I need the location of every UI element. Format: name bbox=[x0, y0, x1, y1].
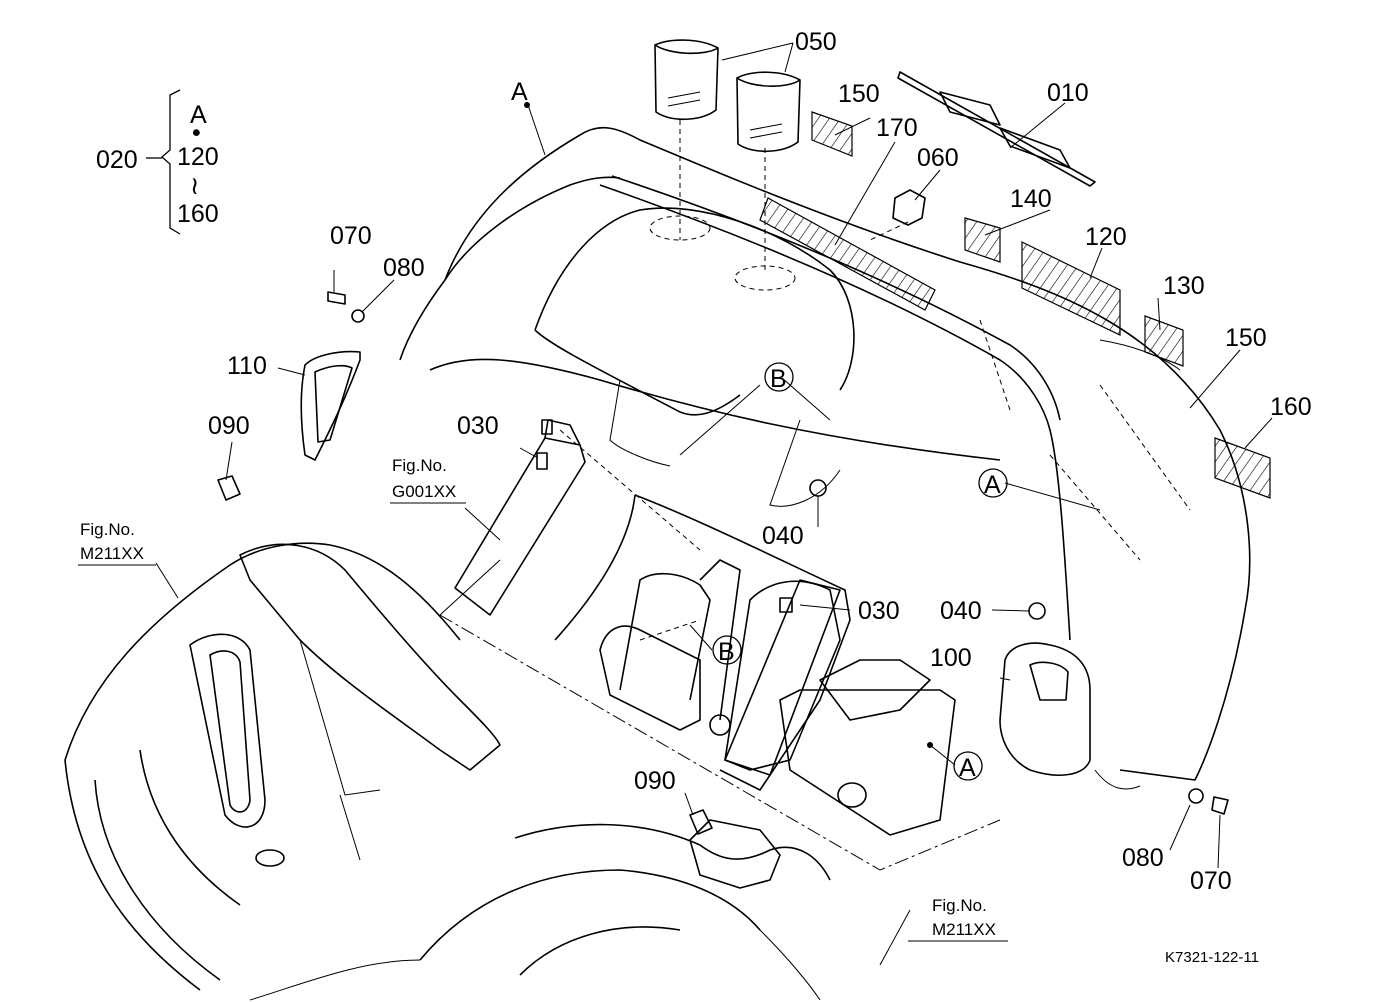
brackets-hardware bbox=[217, 291, 1229, 835]
part-110-shroud bbox=[300, 350, 361, 461]
callout-010: 010 bbox=[1047, 79, 1089, 107]
hidden-lines bbox=[559, 120, 1191, 641]
callout-110: 110 bbox=[227, 352, 267, 380]
bracket-group-020: 020 A • 120 ≀ 160 bbox=[96, 89, 219, 235]
fig-ref-mid-code: G001XX bbox=[392, 482, 456, 501]
callout-070-left: 070 bbox=[330, 222, 372, 250]
callout-090-left: 090 bbox=[208, 412, 250, 440]
part-100-panel bbox=[999, 642, 1091, 776]
drawing-number: K7321-122-11 bbox=[1165, 949, 1259, 966]
callout-130: 130 bbox=[1163, 272, 1205, 300]
callout-100: 100 bbox=[930, 644, 972, 672]
point-a-low: A bbox=[959, 754, 976, 782]
callout-060: 060 bbox=[917, 144, 959, 172]
point-a-low-circle bbox=[953, 751, 983, 781]
point-b-top: B bbox=[770, 365, 787, 393]
bracket-dot: • bbox=[192, 119, 201, 147]
fig-ref-left-title: Fig.No. bbox=[80, 520, 135, 539]
rear-cover-panel bbox=[399, 126, 1251, 790]
callout-140: 140 bbox=[1010, 185, 1052, 213]
callout-120: 120 bbox=[1085, 223, 1127, 251]
point-a-dot bbox=[524, 102, 530, 108]
callout-040-right: 040 bbox=[940, 597, 982, 625]
seal-strips bbox=[759, 111, 1271, 499]
point-b-top-circle bbox=[764, 362, 794, 392]
point-a-mid-circle bbox=[978, 468, 1008, 498]
base-plate bbox=[439, 494, 1001, 871]
leader-lines bbox=[155, 42, 1273, 966]
callout-070-right: 070 bbox=[1190, 867, 1232, 895]
bracket-item-a: A bbox=[190, 101, 207, 129]
callout-080-right: 080 bbox=[1122, 844, 1164, 872]
fig-ref-left-code: M211XX bbox=[80, 544, 144, 563]
part-010-plate bbox=[897, 71, 1096, 187]
point-markers: A B A B A bbox=[511, 78, 1008, 782]
left-fender bbox=[64, 542, 501, 991]
callout-160: 160 bbox=[1270, 393, 1312, 421]
callout-030-right: 030 bbox=[858, 597, 900, 625]
point-b-mid: B bbox=[718, 638, 735, 666]
bracket-tilde: ≀ bbox=[190, 172, 199, 200]
callouts: 050 010 150 170 060 140 120 130 150 160 … bbox=[208, 28, 1312, 895]
bracket-item-160: 160 bbox=[177, 200, 219, 228]
figure-references: Fig.No. M211XX Fig.No. G001XX Fig.No. M2… bbox=[78, 456, 1008, 942]
callout-150-right: 150 bbox=[1225, 324, 1267, 352]
callout-030-left: 030 bbox=[457, 412, 499, 440]
fig-ref-bottom-code: M211XX bbox=[932, 920, 996, 939]
callout-050: 050 bbox=[795, 28, 837, 56]
callout-090-bottom: 090 bbox=[634, 767, 676, 795]
point-a-low-dot bbox=[927, 742, 933, 748]
part-050-sleeves bbox=[654, 39, 801, 153]
callout-170: 170 bbox=[876, 114, 918, 142]
fig-ref-mid-title: Fig.No. bbox=[392, 456, 447, 475]
point-b-mid-circle bbox=[712, 635, 742, 665]
callout-150-top: 150 bbox=[838, 80, 880, 108]
lower-fender bbox=[249, 819, 831, 1001]
callout-040-mid: 040 bbox=[762, 522, 804, 550]
bracket-item-120: 120 bbox=[177, 143, 219, 171]
part-060-block bbox=[892, 189, 926, 226]
callout-020: 020 bbox=[96, 146, 138, 174]
point-a-mid: A bbox=[984, 471, 1001, 499]
point-a-top: A bbox=[511, 78, 528, 106]
fig-ref-bottom-title: Fig.No. bbox=[932, 896, 987, 915]
callout-080-left: 080 bbox=[383, 254, 425, 282]
